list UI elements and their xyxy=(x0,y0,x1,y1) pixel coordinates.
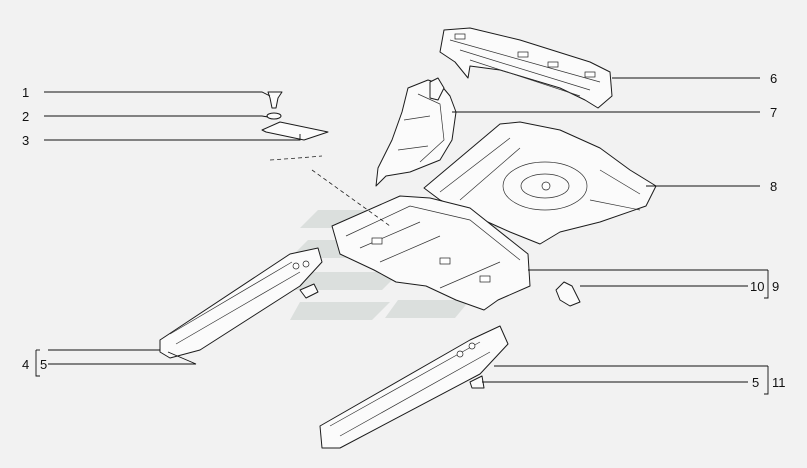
front-floor-panel-part xyxy=(331,195,531,311)
callout-4: 4 xyxy=(22,357,29,372)
leader-lines xyxy=(35,77,769,395)
rear-cross-member-part xyxy=(439,27,613,109)
callout-1: 1 xyxy=(22,85,29,100)
left-sill-part xyxy=(159,247,323,359)
callout-10: 10 xyxy=(750,279,764,294)
right-sill-part xyxy=(319,325,509,449)
callout-9: 9 xyxy=(772,279,779,294)
callout-3: 3 xyxy=(22,133,29,148)
small-bracket-part xyxy=(555,281,581,307)
callout-5-left: 5 xyxy=(40,357,47,372)
callout-5-right: 5 xyxy=(752,375,759,390)
callout-2: 2 xyxy=(22,109,29,124)
callout-7: 7 xyxy=(770,105,777,120)
callout-11: 11 xyxy=(772,375,786,390)
callout-8: 8 xyxy=(770,179,777,194)
callout-labels: 1 2 3 4 5 6 7 8 9 10 5 11 xyxy=(22,71,786,390)
wheel-arch-bracket-part xyxy=(375,77,457,187)
callout-6: 6 xyxy=(770,71,777,86)
fastener-parts xyxy=(261,91,391,227)
